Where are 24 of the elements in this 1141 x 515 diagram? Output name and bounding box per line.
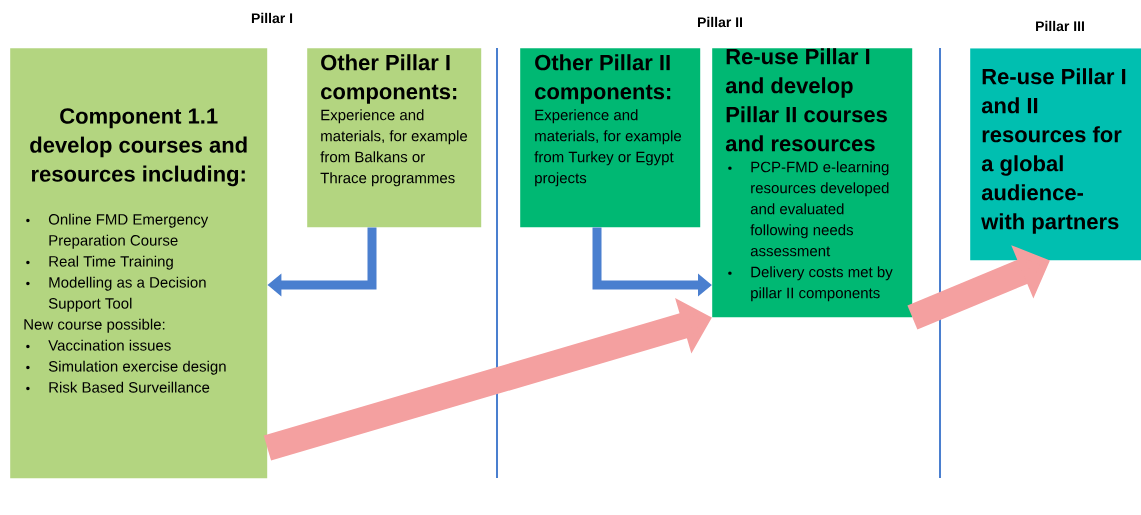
pillar-label: Pillar II bbox=[698, 16, 742, 28]
box-heading: Component 1.1 develop courses and resources including: bbox=[30, 108, 247, 187]
bullet-item: Online FMD Emergency Preparation Course bbox=[48, 213, 209, 249]
pillar-label: Pillar III bbox=[1036, 20, 1084, 32]
box-heading: Other Pillar II components: bbox=[535, 54, 671, 104]
bullet-item: Vaccination issues bbox=[48, 339, 171, 351]
bullet-item: Delivery costs met by pillar II components bbox=[751, 266, 893, 302]
bullet-item: Simulation exercise design bbox=[48, 360, 226, 375]
bullet-item: Real Time Training bbox=[49, 255, 173, 270]
pillar-label: Pillar I bbox=[251, 12, 293, 24]
bullet-item: Modelling as a Decision Support Tool bbox=[48, 276, 206, 312]
box-heading: Other Pillar I components: bbox=[321, 54, 457, 104]
bullet-item: PCP-FMD e-learning resources developed and evaluated following needs assessment bbox=[750, 161, 889, 257]
component-box bbox=[520, 48, 701, 228]
body-text: Experience and materials, for example from Balkans or Thrace programmes bbox=[320, 109, 468, 187]
box-heading: Re-use Pillar I and develop Pillar II courses and resources bbox=[725, 48, 887, 152]
component-box bbox=[307, 48, 482, 228]
box-heading: Re-use Pillar I and II resources for a global audience- with partners bbox=[981, 68, 1126, 234]
component-box bbox=[10, 48, 268, 479]
goal-box bbox=[970, 48, 1141, 261]
body-text: Experience and materials, for example from Turkey or Egypt projects bbox=[534, 109, 682, 187]
component-box bbox=[712, 48, 913, 318]
body-text: New course possible: bbox=[24, 318, 165, 333]
bullet-item: Risk Based Surveillance bbox=[49, 381, 210, 393]
